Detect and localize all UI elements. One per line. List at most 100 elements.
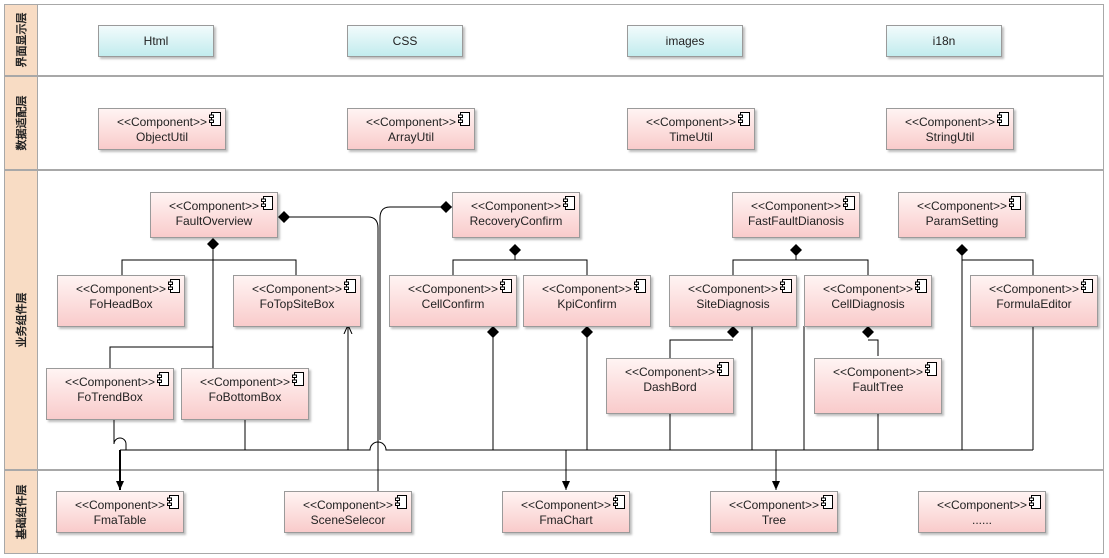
component-celldiagnosis[interactable]: <<Component>>CellDiagnosis <box>804 275 932 327</box>
component-name: FoTrendBox <box>77 390 143 404</box>
component-fmachart[interactable]: <<Component>>FmaChart <box>502 491 630 533</box>
component-sitediagnosis[interactable]: <<Component>>SiteDiagnosis <box>669 275 797 327</box>
stereotype-label: <<Component>> <box>116 115 208 129</box>
stereotype-label: <<Component>> <box>728 498 820 512</box>
stereotype-label: <<Component>> <box>916 199 1008 213</box>
diamond-fo-right <box>278 211 290 223</box>
diamond-site <box>727 326 739 338</box>
stereotype-label: <<Component>> <box>988 282 1080 296</box>
link-ffd-cell <box>795 250 869 275</box>
stereotype-label: <<Component>> <box>302 498 394 512</box>
component-name: CellDiagnosis <box>831 297 905 311</box>
stereotype-label: <<Component>> <box>64 375 156 389</box>
resource-css[interactable]: CSS <box>347 25 463 57</box>
component-icon <box>821 495 833 509</box>
diamond-kpiconfirm <box>581 326 593 338</box>
resource-label: Html <box>143 34 169 48</box>
resource-label: i18n <box>932 34 956 48</box>
component-name: ArrayUtil <box>387 130 434 144</box>
stereotype-label: <<Component>> <box>687 282 779 296</box>
diamond-ffd-bottom <box>790 244 802 256</box>
component-icon <box>458 112 470 126</box>
link-trendbox-bus <box>113 420 127 450</box>
component-name: ObjectUtil <box>135 130 188 144</box>
link-ps-formula <box>961 250 1034 275</box>
bus-line <box>120 441 1033 451</box>
component-faultoverview[interactable]: <<Component>>FaultOverview <box>150 192 278 238</box>
resource-i18n[interactable]: i18n <box>886 25 1002 57</box>
component-name: FaultTree <box>852 380 904 394</box>
component-name: CellConfirm <box>421 297 485 311</box>
component-icon <box>843 196 855 210</box>
component-name: FormulaEditor <box>996 297 1072 311</box>
resource-label: images <box>665 34 705 48</box>
component-formulaeditor[interactable]: <<Component>>FormulaEditor <box>970 275 1098 327</box>
component-arrayutil[interactable]: <<Component>>ArrayUtil <box>347 108 475 150</box>
component-icon <box>738 112 750 126</box>
component-fmatable[interactable]: <<Component>>FmaTable <box>56 491 184 533</box>
component-name: DashBord <box>643 380 697 394</box>
component-name: RecoveryConfirm <box>469 214 563 228</box>
stereotype-label: <<Component>> <box>541 282 633 296</box>
stereotype-label: <<Component>> <box>520 498 612 512</box>
component-icon <box>395 495 407 509</box>
component-name: ...... <box>971 513 992 527</box>
stereotype-label: <<Component>> <box>407 282 499 296</box>
resource-images[interactable]: images <box>627 25 743 57</box>
component-name: StringUtil <box>925 130 975 144</box>
component-cellconfirm[interactable]: <<Component>>CellConfirm <box>389 275 517 327</box>
component-more[interactable]: <<Component>>...... <box>918 491 1046 533</box>
stereotype-label: <<Component>> <box>832 365 924 379</box>
component-kpiconfirm[interactable]: <<Component>>KpiConfirm <box>523 275 651 327</box>
component-foheadbox[interactable]: <<Component>>FoHeadBox <box>57 275 185 327</box>
component-stringutil[interactable]: <<Component>>StringUtil <box>886 108 1014 150</box>
component-name: SiteDiagnosis <box>696 297 770 311</box>
component-icon <box>261 196 273 210</box>
stereotype-label: <<Component>> <box>74 498 166 512</box>
stereotype-label: <<Component>> <box>624 365 716 379</box>
component-name: FmaTable <box>93 513 147 527</box>
link-fo-sceneselector <box>284 216 379 492</box>
stereotype-label: <<Component>> <box>645 115 737 129</box>
component-icon <box>613 495 625 509</box>
link-rc-bus <box>379 206 452 440</box>
component-tree[interactable]: <<Component>>Tree <box>710 491 838 533</box>
layer-label-business: 业务组件层 <box>5 171 38 469</box>
link-ffd-site <box>732 250 797 275</box>
component-fotrendbox[interactable]: <<Component>>FoTrendBox <box>46 368 174 420</box>
component-paramsetting[interactable]: <<Component>>ParamSetting <box>898 192 1026 238</box>
component-fobottombox[interactable]: <<Component>>FoBottomBox <box>181 368 309 420</box>
component-timeutil[interactable]: <<Component>>TimeUtil <box>627 108 755 150</box>
diamond-rc-bottom <box>509 244 521 256</box>
component-dashbord[interactable]: <<Component>>DashBord <box>606 358 734 414</box>
stereotype-label: <<Component>> <box>470 199 562 213</box>
resource-html[interactable]: Html <box>98 25 214 57</box>
component-objectutil[interactable]: <<Component>>ObjectUtil <box>98 108 226 150</box>
component-icon <box>634 279 646 293</box>
component-icon <box>1029 495 1041 509</box>
component-fotopsitebox[interactable]: <<Component>>FoTopSiteBox <box>233 275 361 327</box>
component-icon <box>292 372 304 386</box>
component-icon <box>925 362 937 376</box>
component-sceneselecor[interactable]: <<Component>>SceneSelecor <box>284 491 412 533</box>
resource-label: CSS <box>392 34 418 48</box>
component-name: Tree <box>761 513 787 527</box>
stereotype-label: <<Component>> <box>199 375 291 389</box>
component-name: FmaChart <box>539 513 593 527</box>
link-fo-topsitebox <box>212 250 297 275</box>
layer-label-base: 基础组件层 <box>5 471 38 553</box>
component-icon <box>500 279 512 293</box>
component-icon <box>209 112 221 126</box>
component-faulttree[interactable]: <<Component>>FaultTree <box>814 358 942 414</box>
stereotype-label: <<Component>> <box>936 498 1028 512</box>
component-icon <box>157 372 169 386</box>
component-fastfaultdianosis[interactable]: <<Component>>FastFaultDianosis <box>732 192 860 238</box>
link-rc-kpiconfirm <box>514 250 588 275</box>
diamond-cellconfirm <box>487 326 499 338</box>
component-name: ParamSetting <box>925 214 999 228</box>
component-icon <box>780 279 792 293</box>
component-name: FoBottomBox <box>208 390 282 404</box>
component-recoveryconfirm[interactable]: <<Component>>RecoveryConfirm <box>452 192 580 238</box>
